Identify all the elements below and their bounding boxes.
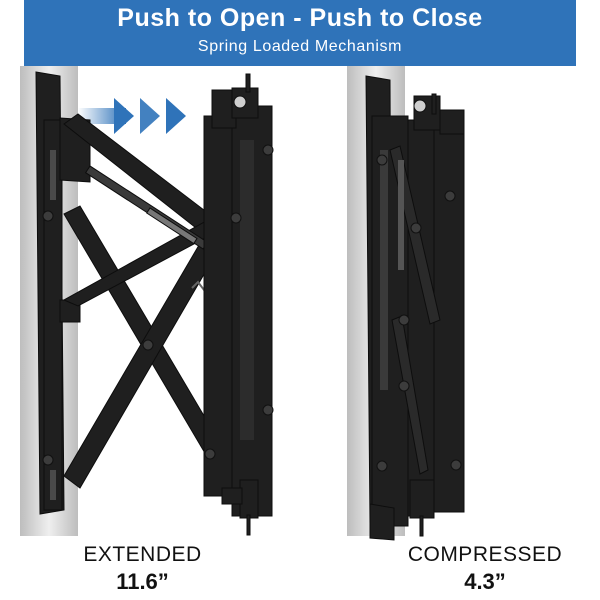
banner-title: Push to Open - Push to Close <box>117 4 483 32</box>
compressed-state-label: COMPRESSED <box>407 543 563 566</box>
banner-subtitle: Spring Loaded Mechanism <box>197 38 403 55</box>
extended-dimension: 11.6” <box>116 569 169 594</box>
extended-mount <box>35 71 273 536</box>
extended-state-label: EXTENDED <box>83 543 202 566</box>
header-banner: Push to Open - Push to Close Spring Load… <box>24 0 576 66</box>
compressed-dimension: 4.3” <box>464 569 506 594</box>
extended-caption: EXTENDED 11.6” <box>60 543 225 595</box>
compressed-caption: COMPRESSED 4.3” <box>395 543 575 595</box>
